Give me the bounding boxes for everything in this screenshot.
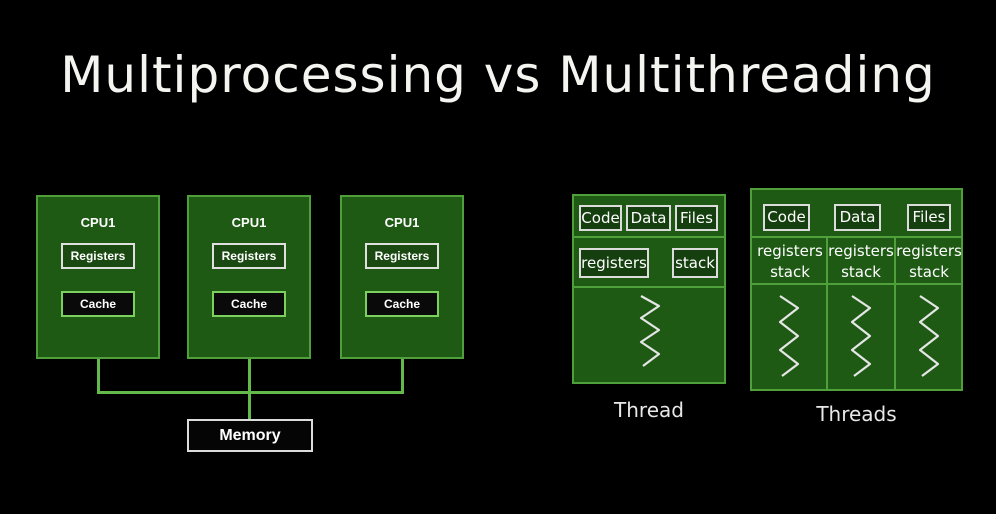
cpu-label: CPU1 — [384, 215, 420, 230]
cache-box: Cache — [365, 291, 439, 317]
cpu-label: CPU1 — [231, 215, 267, 230]
thread-stack-label: stack — [909, 263, 949, 281]
threads-caption: Threads — [816, 402, 897, 426]
registers-box: Registers — [365, 243, 439, 269]
data-box: Data — [834, 204, 881, 231]
cpu-box: CPU1 Registers Cache — [187, 195, 311, 359]
thread-registers-label: registers — [896, 242, 962, 260]
page-title: Multiprocessing vs Multithreading — [60, 46, 936, 104]
files-box: Files — [907, 204, 951, 231]
registers-box: Registers — [61, 243, 135, 269]
thread-squiggle-icon — [918, 295, 940, 377]
divider-line — [752, 236, 961, 238]
divider-line — [752, 283, 961, 285]
threads-process-panel: Code Data Files registers stack register… — [750, 188, 963, 391]
code-box: Code — [763, 204, 810, 231]
stack-box: stack — [672, 248, 718, 278]
thread-registers-label: registers — [828, 242, 894, 260]
memory-box: Memory — [187, 419, 313, 452]
column-divider — [894, 236, 896, 389]
connector-memory-bus — [97, 391, 404, 394]
cpu-box: CPU1 Registers Cache — [340, 195, 464, 359]
code-box: Code — [579, 205, 622, 231]
thread-squiggle-icon — [639, 295, 661, 367]
divider-line — [574, 236, 724, 238]
thread-stack-label: stack — [770, 263, 810, 281]
files-box: Files — [675, 205, 718, 231]
registers-box: registers — [579, 248, 649, 278]
thread-process-panel: Code Data Files registers stack — [572, 194, 726, 384]
divider-line — [574, 286, 724, 288]
thread-stack-label: stack — [841, 263, 881, 281]
cpu-box: CPU1 Registers Cache — [36, 195, 160, 359]
thread-squiggle-icon — [778, 295, 800, 377]
cpu-label: CPU1 — [80, 215, 116, 230]
column-divider — [826, 236, 828, 389]
data-box: Data — [626, 205, 671, 231]
cache-box: Cache — [61, 291, 135, 317]
connector-cpu2-vertical — [248, 315, 251, 419]
thread-caption: Thread — [614, 398, 684, 422]
cache-box: Cache — [212, 291, 286, 317]
thread-squiggle-icon — [850, 295, 872, 377]
thread-registers-label: registers — [757, 242, 823, 260]
registers-box: Registers — [212, 243, 286, 269]
